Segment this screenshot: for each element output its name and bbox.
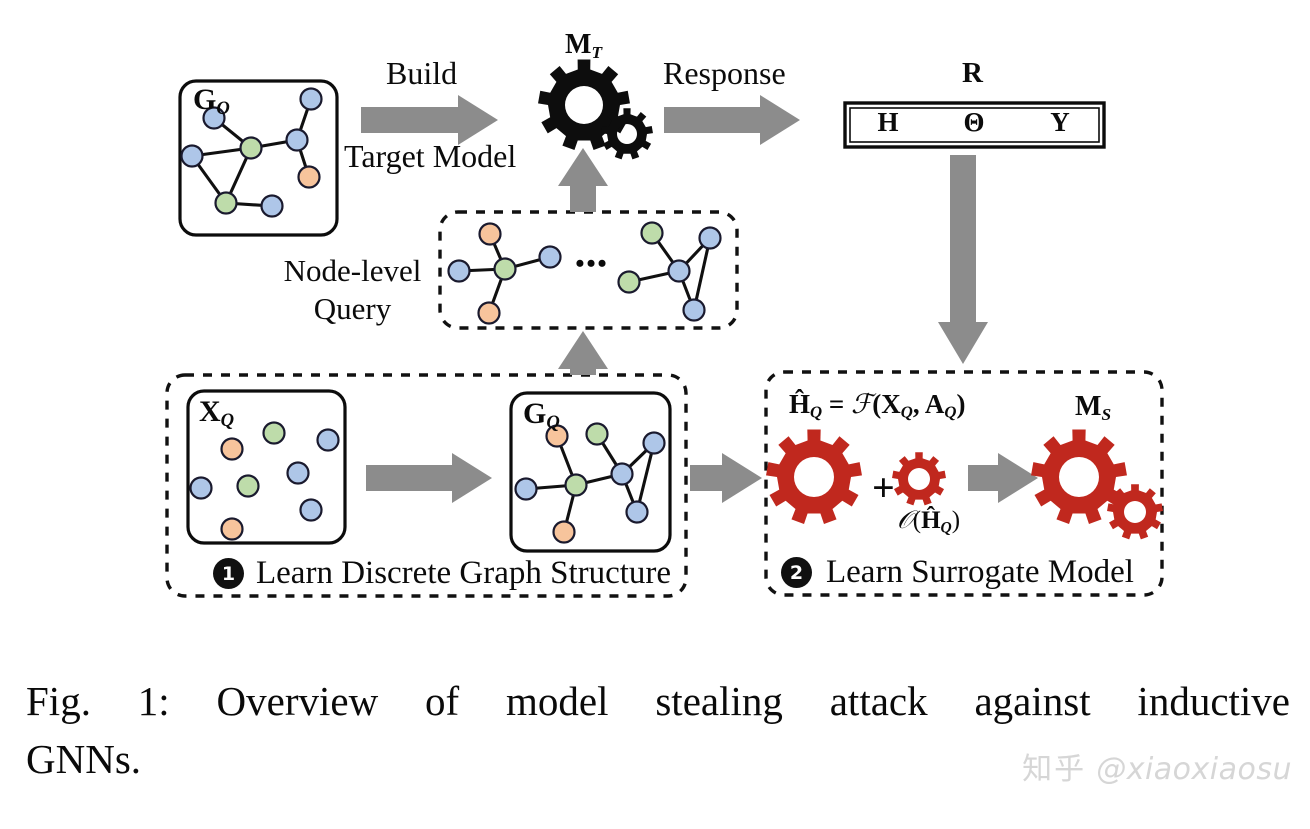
graph-query-right-node	[617, 270, 641, 294]
graph-query-left-node	[493, 257, 517, 281]
graph-query-left	[447, 222, 562, 325]
step-1-label: Learn Discrete Graph Structure	[256, 555, 672, 591]
figure-caption: Fig. 1: Overview of model stealing attac…	[26, 672, 1290, 788]
r-label: R	[962, 57, 983, 89]
graph-g-q-edge	[635, 441, 656, 514]
gear-target-small	[601, 108, 653, 160]
graph-query-right-edge	[692, 236, 712, 312]
operator-label: 𝒪(ĤQ)	[897, 505, 961, 537]
graph-g-q-node	[514, 477, 538, 501]
graph-g-o-node	[202, 106, 226, 130]
graph-query-left-node	[538, 245, 562, 269]
build-label: Build	[386, 55, 458, 91]
graph-query-left-node	[478, 222, 502, 246]
g-q-label: GQ	[523, 397, 560, 434]
graph-query-left-node	[447, 259, 471, 283]
watermark: 知乎 @xiaoxiaosu	[1022, 744, 1292, 788]
query-to-model-arrow	[558, 148, 608, 212]
graph-g-o-node	[180, 144, 204, 168]
panel1-to-panel2-arrow	[690, 453, 762, 503]
graph-g-o-node	[299, 87, 323, 111]
gears-to-ms-arrow	[968, 453, 1038, 503]
graph-g-o-node	[214, 191, 238, 215]
graph-g-o	[180, 87, 323, 218]
r-cell-upsilon: Υ	[1050, 107, 1070, 137]
graph-g-q-node	[545, 424, 569, 448]
step-2-badge: 2	[781, 557, 812, 588]
graph-query-right-node	[640, 221, 664, 245]
m-s-label: MS	[1075, 391, 1112, 424]
graph-g-q	[514, 422, 666, 544]
graph-query-right-node	[698, 226, 722, 250]
build-arrow	[361, 95, 498, 145]
gear-operator-small	[892, 452, 946, 506]
target-model-label: Target Model	[344, 138, 517, 174]
panel2	[764, 370, 1164, 597]
r-cell-h: H	[877, 107, 899, 137]
graph-query-left-node	[477, 301, 501, 325]
watermark-handle: @xiaoxiaosu	[1096, 752, 1292, 787]
m-t-label: MT	[565, 29, 603, 62]
graph-g-o-node	[260, 194, 284, 218]
graph-x-q-node	[286, 461, 310, 485]
response-down-arrow	[938, 155, 988, 364]
step-1-badge: 1	[213, 558, 244, 589]
graph-query-right-node	[667, 259, 691, 283]
graph-g-q-node	[552, 520, 576, 544]
plus-sign: +	[872, 465, 895, 510]
graph-g-o-node	[239, 136, 263, 160]
node-level-query-label-line2: Query	[313, 291, 392, 326]
structure-to-query-arrow	[558, 331, 608, 375]
response-arrow	[664, 95, 800, 145]
graph-x-q-node	[220, 437, 244, 461]
graph-x-q-node	[299, 498, 323, 522]
panel1	[165, 373, 688, 598]
graph-g-q-node	[585, 422, 609, 446]
graph-x-q-node	[262, 421, 286, 445]
graph-query-right-node	[682, 298, 706, 322]
graph-g-o-node	[285, 128, 309, 152]
graph-g-q-node	[625, 500, 649, 524]
xq-to-gq-arrow	[366, 453, 492, 503]
r-box-inner	[849, 107, 1100, 143]
gear-ms-small	[1107, 484, 1163, 540]
graph-x-q	[189, 421, 340, 541]
x-q-label: XQ	[199, 395, 235, 432]
r-cell-theta: Θ	[963, 107, 985, 137]
watermark-zhihu: 知乎	[1022, 752, 1087, 787]
caption-line-1: Fig. 1: Overview of model stealing attac…	[26, 678, 1290, 724]
graph-g-o-node	[297, 165, 321, 189]
surrogate-formula: ĤQ = ℱ(XQ, AQ)	[789, 389, 966, 422]
step-2-label: Learn Surrogate Model	[826, 554, 1134, 590]
graph-g-q-node	[564, 473, 588, 497]
graph-g-q-node	[642, 431, 666, 455]
query-ellipsis: •••	[575, 249, 609, 278]
graph-query-right	[617, 221, 722, 322]
g-o-label: GO	[193, 83, 230, 120]
graph-x-q-node	[220, 517, 244, 541]
gear-ms-large	[1031, 429, 1127, 524]
r-box	[843, 101, 1106, 149]
caption-line-2: GNNs.	[26, 736, 142, 783]
graph-x-q-node	[236, 474, 260, 498]
response-label: Response	[663, 55, 786, 91]
graph-g-q-node	[610, 462, 634, 486]
gear-surrogate-large	[766, 429, 862, 524]
node-level-query-label-line1: Node-level	[283, 253, 422, 288]
graph-x-q-node	[316, 428, 340, 452]
graph-x-q-node	[189, 476, 213, 500]
